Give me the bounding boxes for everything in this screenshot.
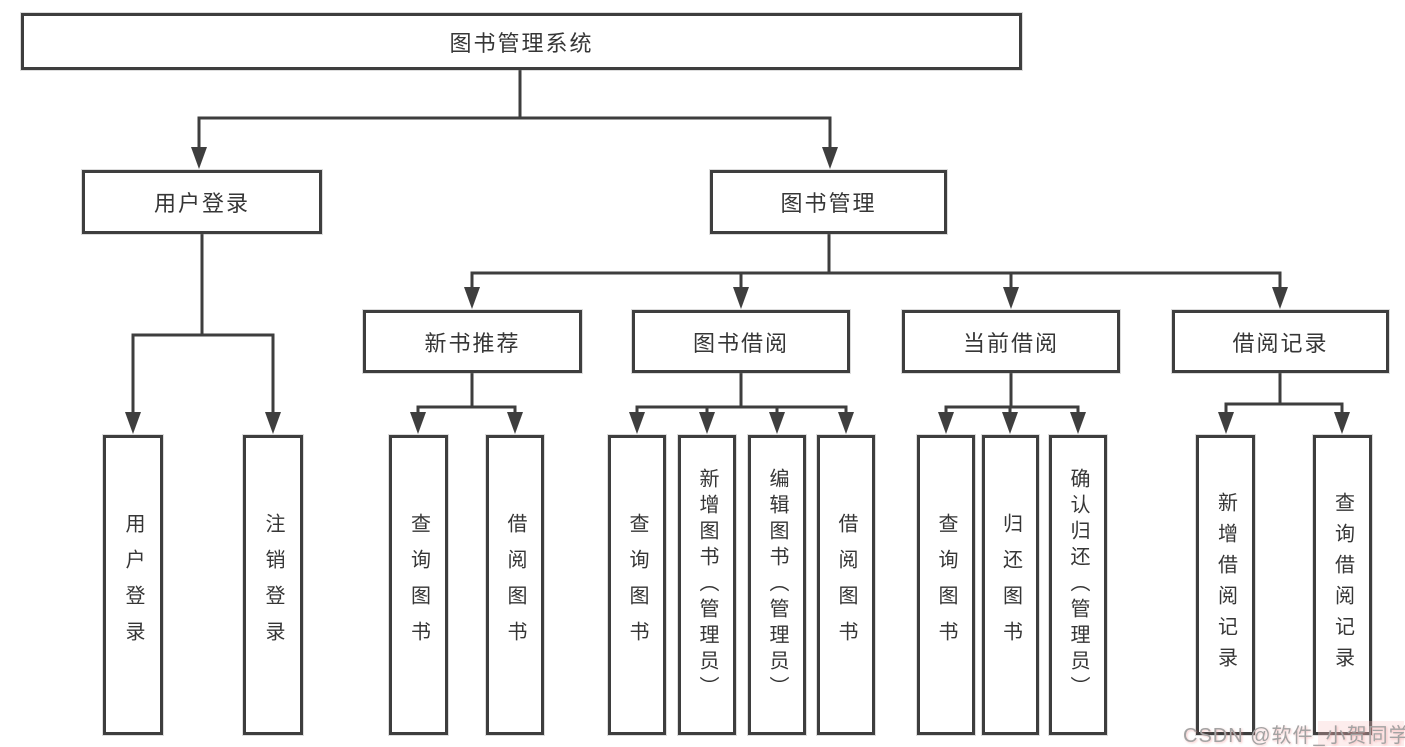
leaf-label-add-books-admin: 新增图书（管理员） <box>696 468 718 702</box>
node-label-current-borrow: 当前借阅 <box>962 330 1059 356</box>
leaf-label-borrow-books-1: 借阅图书 <box>504 513 526 657</box>
node-label-book-borrow: 图书借阅 <box>692 330 789 356</box>
node-box-book-management: 图书管理 <box>710 170 947 234</box>
leaf-label-query-books-3: 查询图书 <box>935 513 957 657</box>
node-box-new-book-recommend: 新书推荐 <box>363 310 582 373</box>
leaf-box-query-books-1: 查询图书 <box>389 435 448 735</box>
watermark-text: CSDN @软件_小贺同学 <box>1183 725 1405 747</box>
leaf-box-add-borrow-record: 新增借阅记录 <box>1196 435 1255 735</box>
arrowhead <box>733 287 749 309</box>
connector-newbook-rail <box>416 405 517 416</box>
leaf-label-query-books-2: 查询图书 <box>626 513 648 657</box>
node-box-user-login: 用户登录 <box>82 170 322 234</box>
leaf-box-borrow-books-1: 借阅图书 <box>486 435 544 735</box>
arrowhead <box>838 412 854 434</box>
leaf-label-logout: 注销登录 <box>262 513 284 657</box>
arrowhead <box>1070 412 1086 434</box>
node-label-book-management: 图书管理 <box>780 191 877 216</box>
connector-records-rail <box>1224 402 1344 416</box>
node-box-book-borrow: 图书借阅 <box>632 310 850 373</box>
watermark-tint <box>1318 721 1404 746</box>
node-label-new-book-recommend: 新书推荐 <box>424 330 521 356</box>
leaf-box-query-books-3: 查询图书 <box>917 435 975 735</box>
arrowhead <box>265 412 281 434</box>
arrowhead <box>699 412 715 434</box>
leaf-label-borrow-books-2: 借阅图书 <box>835 513 857 657</box>
leaf-label-query-borrow-record: 查询借阅记录 <box>1331 492 1354 678</box>
leaf-box-edit-books-admin: 编辑图书（管理员） <box>748 435 806 735</box>
arrowhead <box>629 412 645 434</box>
connector-borrow-rail <box>635 405 848 416</box>
arrowhead <box>1002 412 1018 434</box>
node-box-current-borrow: 当前借阅 <box>902 310 1120 373</box>
arrowhead <box>507 412 523 434</box>
node-box-root: 图书管理系统 <box>21 13 1022 70</box>
arrowhead <box>191 147 207 169</box>
leaf-box-query-borrow-record: 查询借阅记录 <box>1313 435 1372 735</box>
leaf-label-edit-books-admin: 编辑图书（管理员） <box>766 468 788 702</box>
leaf-label-query-books-1: 查询图书 <box>407 513 430 657</box>
leaf-box-add-books-admin: 新增图书（管理员） <box>678 435 736 735</box>
leaf-box-borrow-books-2: 借阅图书 <box>817 435 875 735</box>
connector-userlogin-rail <box>131 333 275 416</box>
node-label-borrow-records: 借阅记录 <box>1232 330 1329 356</box>
connector-level1-rail <box>197 116 832 152</box>
arrowhead <box>410 412 426 434</box>
leaf-box-confirm-return-admin: 确认归还（管理员） <box>1049 435 1107 735</box>
arrowhead <box>822 147 838 169</box>
leaf-box-query-books-2: 查询图书 <box>608 435 666 735</box>
node-box-borrow-records: 借阅记录 <box>1172 310 1389 373</box>
leaf-box-return-books: 归还图书 <box>982 435 1039 735</box>
arrowhead <box>1003 287 1019 309</box>
arrowhead <box>1218 412 1234 434</box>
leaf-box-logout: 注销登录 <box>243 435 303 735</box>
arrowhead <box>464 287 480 309</box>
arrowhead <box>1334 412 1350 434</box>
node-label-root: 图书管理系统 <box>449 30 594 56</box>
arrowhead <box>938 412 954 434</box>
connector-current-rail <box>944 405 1080 416</box>
connector-level2-rail <box>470 271 1282 292</box>
node-label-user-login: 用户登录 <box>153 191 250 216</box>
arrowhead <box>125 412 141 434</box>
leaf-label-user-login: 用户登录 <box>122 513 144 657</box>
leaf-label-add-borrow-record: 新增借阅记录 <box>1214 492 1237 678</box>
leaf-label-confirm-return-admin: 确认归还（管理员） <box>1067 468 1089 702</box>
leaf-box-user-login: 用户登录 <box>103 435 163 735</box>
arrowhead <box>769 412 785 434</box>
arrowhead <box>1272 287 1288 309</box>
leaf-label-return-books: 归还图书 <box>999 513 1022 657</box>
